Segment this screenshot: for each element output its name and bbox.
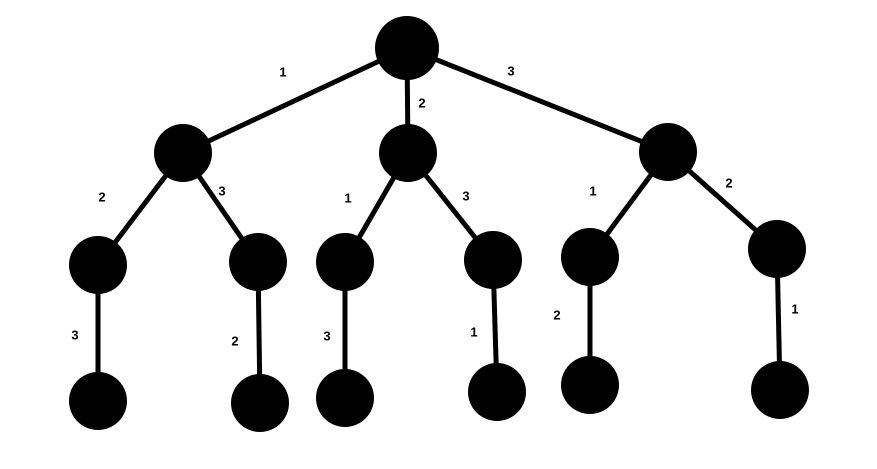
node-b [379,124,437,182]
edge-weight-label: 2 [98,189,105,204]
nodes [69,16,809,432]
edge-weight-label: 1 [589,183,596,198]
edge-weight-label: 3 [462,188,469,203]
edge-weight-label: 3 [218,183,225,198]
node-b2 [464,231,522,289]
edge-weight-label: 2 [725,175,732,190]
node-a [154,124,212,182]
node-c1 [561,228,619,286]
node-b1 [316,233,374,291]
edge-root-c [406,45,669,155]
edge-weight-label: 1 [791,301,798,316]
edge-weight-label: 3 [507,63,514,78]
node-c2x [751,361,809,419]
node-a1 [69,236,127,294]
node-c [639,123,697,181]
node-c2 [748,220,806,278]
edge-weight-label: 3 [71,327,78,342]
node-b2x [468,363,526,421]
node-root [375,16,439,80]
edge-root-a [181,45,409,156]
edges [95,45,783,404]
edge-weight-label: 2 [418,95,425,110]
node-a1x [69,372,127,430]
edge-weight-label: 1 [279,64,286,79]
edge-labels: 1 2 3 2 3 1 3 1 2 3 2 3 1 2 1 [71,63,798,348]
node-a2x [231,374,289,432]
edge-weight-label: 2 [553,307,560,322]
edge-weight-label: 1 [470,324,477,339]
node-a2 [229,233,287,291]
node-b1x [316,369,374,427]
edge-weight-label: 3 [323,328,330,343]
edge-weight-label: 2 [231,333,238,348]
node-c1x [561,356,619,414]
edge-weight-label: 1 [344,190,351,205]
